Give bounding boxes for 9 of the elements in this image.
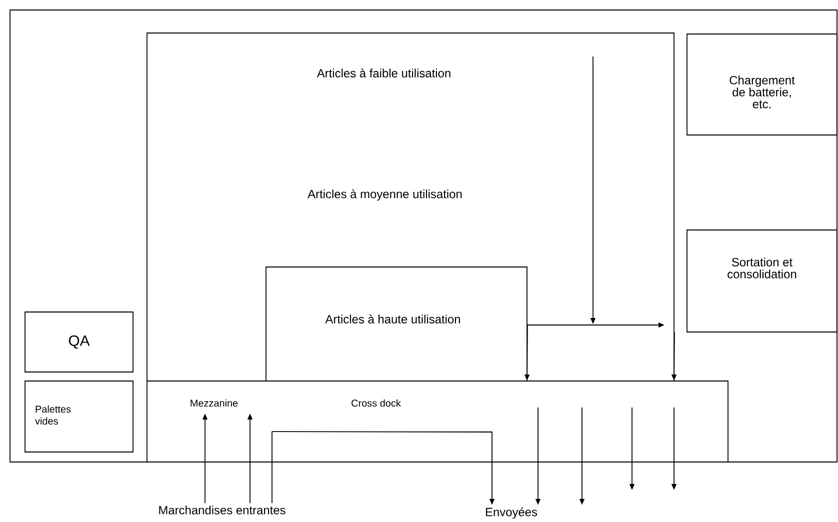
flow-label: Envoyées [486,507,538,519]
dock-area: Mezzanine Cross dock [146,380,728,462]
charging-area: Chargement de batterie, etc. [686,34,838,136]
building-outline [10,10,838,462]
sorting-area: Sortation et consolidation [686,230,838,332]
qa-area: QA [24,312,134,372]
pallet-area: Palettes vides [24,380,134,452]
flow-label: Marchandises entrantes [159,506,286,514]
storage-zone: Articles à haute utilisation [266,266,528,382]
